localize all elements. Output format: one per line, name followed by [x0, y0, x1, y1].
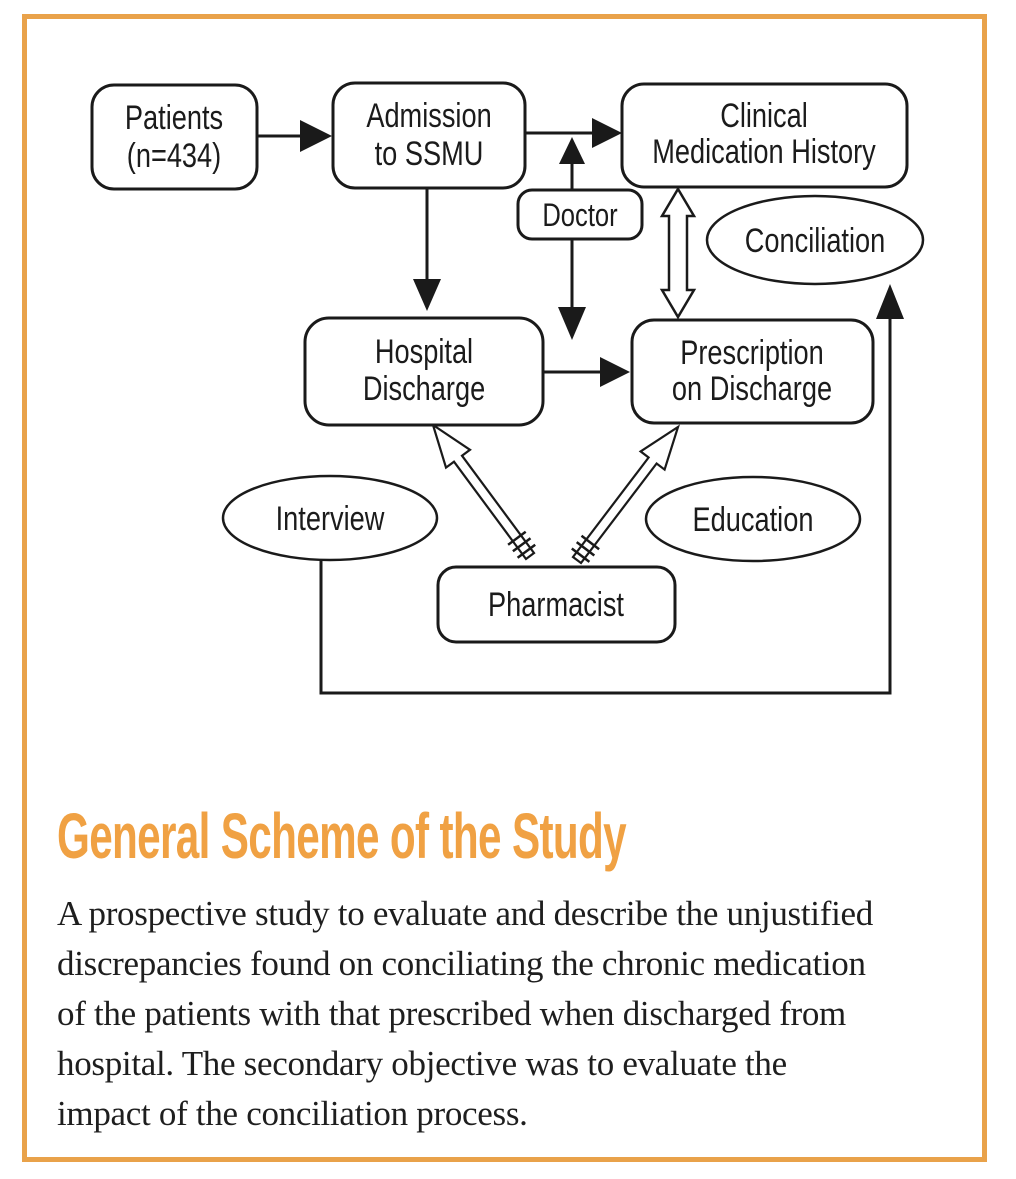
patients-label-line1: Patients [125, 98, 223, 137]
open-arrow-hatch-marks [507, 530, 600, 563]
clinical-medication-history-box [620, 82, 909, 189]
caption-line: discrepancies found on conciliating the … [57, 944, 866, 983]
caption-line: A prospective study to evaluate and desc… [57, 894, 873, 933]
prescription-label-line1: Prescription [680, 333, 824, 372]
caption-line: impact of the conciliation process. [57, 1094, 528, 1133]
patients-box [90, 83, 259, 191]
arrowhead-right-icon [600, 357, 630, 387]
pharmacist-box [436, 565, 677, 644]
study-scheme-flowchart: Patients (n=434) Admission to SSMU Clini… [90, 81, 925, 695]
hospital-label-line1: Hospital [375, 332, 473, 371]
admission-label-line2: to SSMU [375, 134, 484, 173]
figure-title: General Scheme of the Study [57, 800, 627, 872]
pharmacist-label: Pharmacist [488, 585, 624, 624]
conciliation-ellipse [705, 194, 925, 286]
arrow-heads [300, 118, 904, 387]
admission-box [331, 81, 527, 190]
figure-caption: A prospective study to evaluate and desc… [57, 889, 987, 1139]
connector-interview-to-conciliation [319, 318, 892, 695]
open-arrow-pharmacist-to-hospital [431, 422, 536, 561]
arrow-lines [257, 131, 892, 695]
arrowhead-down-icon [558, 307, 586, 340]
education-label: Education [693, 500, 814, 539]
interview-label: Interview [276, 499, 385, 538]
arrowhead-right-icon [592, 118, 622, 148]
prescription-label-line2: on Discharge [672, 369, 832, 408]
clinical-label-line2: Medication History [652, 132, 876, 171]
education-ellipse [644, 475, 862, 563]
caption-line: hospital. The secondary objective was to… [57, 1044, 787, 1083]
open-arrow-pharmacist-to-prescription [571, 424, 680, 565]
admission-label-line1: Admission [366, 96, 491, 135]
clinical-label-line1: Clinical [720, 96, 808, 135]
arrowhead-up-icon [876, 284, 904, 319]
double-open-arrow-clinical-prescription [659, 186, 697, 320]
hospital-discharge-box [303, 316, 545, 427]
arrowhead-down-icon [413, 279, 441, 311]
caption-line: of the patients with that prescribed whe… [57, 994, 846, 1033]
hospital-label-line2: Discharge [363, 369, 485, 408]
arrowhead-up-icon [559, 137, 585, 164]
pharmacist-open-arrows [431, 422, 680, 565]
conciliation-label: Conciliation [745, 221, 886, 260]
arrowhead-right-icon [300, 120, 332, 152]
prescription-on-discharge-box [630, 318, 875, 425]
doctor-box [516, 188, 644, 241]
interview-ellipse [221, 474, 439, 562]
doctor-label: Doctor [542, 198, 618, 233]
patients-label-line2: (n=434) [127, 136, 221, 175]
